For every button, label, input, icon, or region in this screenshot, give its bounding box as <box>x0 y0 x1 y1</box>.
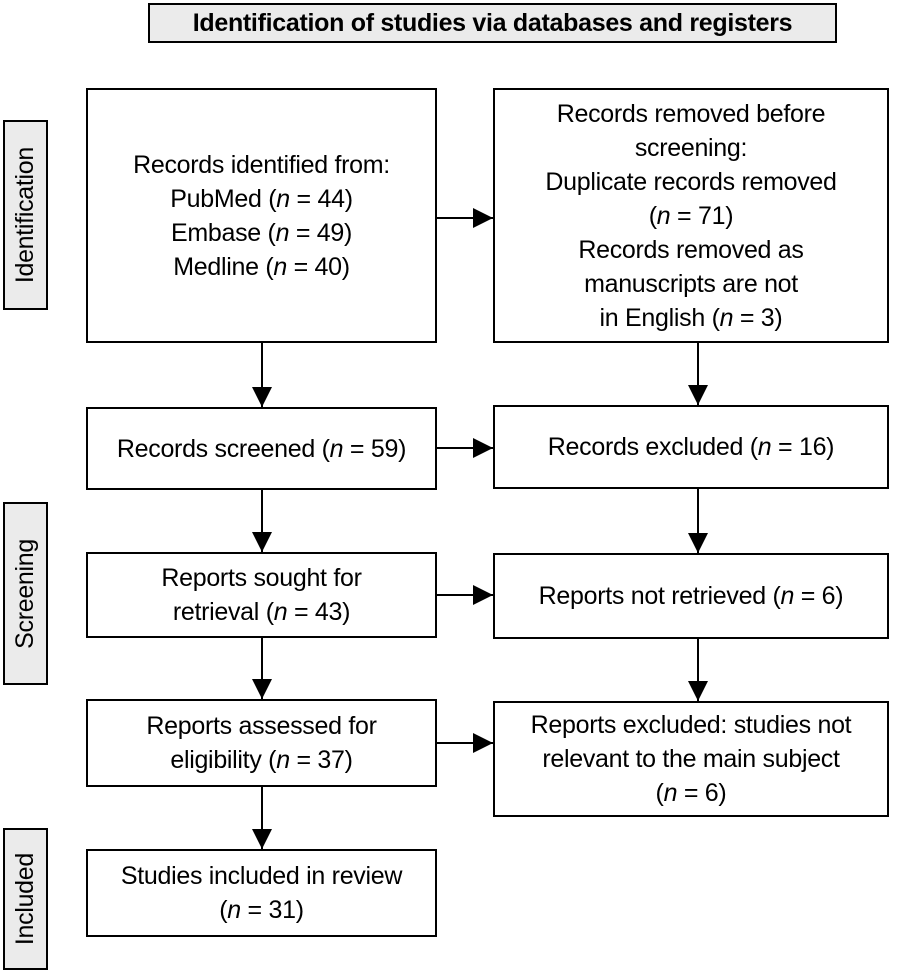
box-records-screened: Records screened (n = 59) <box>86 407 437 490</box>
box-records-excluded: Records excluded (n = 16) <box>493 405 889 489</box>
stage-label-identification: Identification <box>3 120 48 310</box>
stage-label-included-text: Included <box>11 852 39 946</box>
box-records-identified: Records identified from:PubMed (n = 44)E… <box>86 88 437 343</box>
title-text: Identification of studies via databases … <box>192 8 793 37</box>
box-reports-not-retrieved-text: Reports not retrieved (n = 6) <box>538 582 844 610</box>
arrow-sought-to-not-retrieved <box>437 594 493 596</box>
box-records-excluded-text: Records excluded (n = 16) <box>547 433 835 461</box>
box-records-screened-text: Records screened (n = 59) <box>116 434 407 463</box>
arrow-identified-to-screened <box>261 343 263 407</box>
arrow-assessed-to-included <box>261 787 263 849</box>
stage-label-included: Included <box>3 828 48 970</box>
title-banner: Identification of studies via databases … <box>148 3 837 43</box>
box-studies-included-text: Studies included in review(n = 31) <box>120 862 403 924</box>
arrow-screened-to-excluded <box>437 447 493 449</box>
box-reports-not-retrieved: Reports not retrieved (n = 6) <box>493 553 889 639</box>
stage-label-screening-text: Screening <box>11 538 39 649</box>
stage-label-screening: Screening <box>3 502 48 685</box>
box-records-identified-text: Records identified from:PubMed (n = 44)E… <box>133 150 390 281</box>
arrow-identified-to-removed <box>437 217 493 219</box>
stage-label-identification-text: Identification <box>11 146 39 284</box>
arrow-records-excluded-to-not-retrieved <box>697 489 699 553</box>
arrow-assessed-to-reports-excluded <box>437 742 493 744</box>
arrow-sought-to-assessed <box>261 638 263 699</box>
arrow-not-retrieved-to-reports-excluded <box>697 639 699 701</box>
arrow-screened-to-sought <box>261 490 263 552</box>
box-studies-included: Studies included in review(n = 31) <box>86 849 437 937</box>
arrow-removed-to-records-excluded <box>697 343 699 405</box>
